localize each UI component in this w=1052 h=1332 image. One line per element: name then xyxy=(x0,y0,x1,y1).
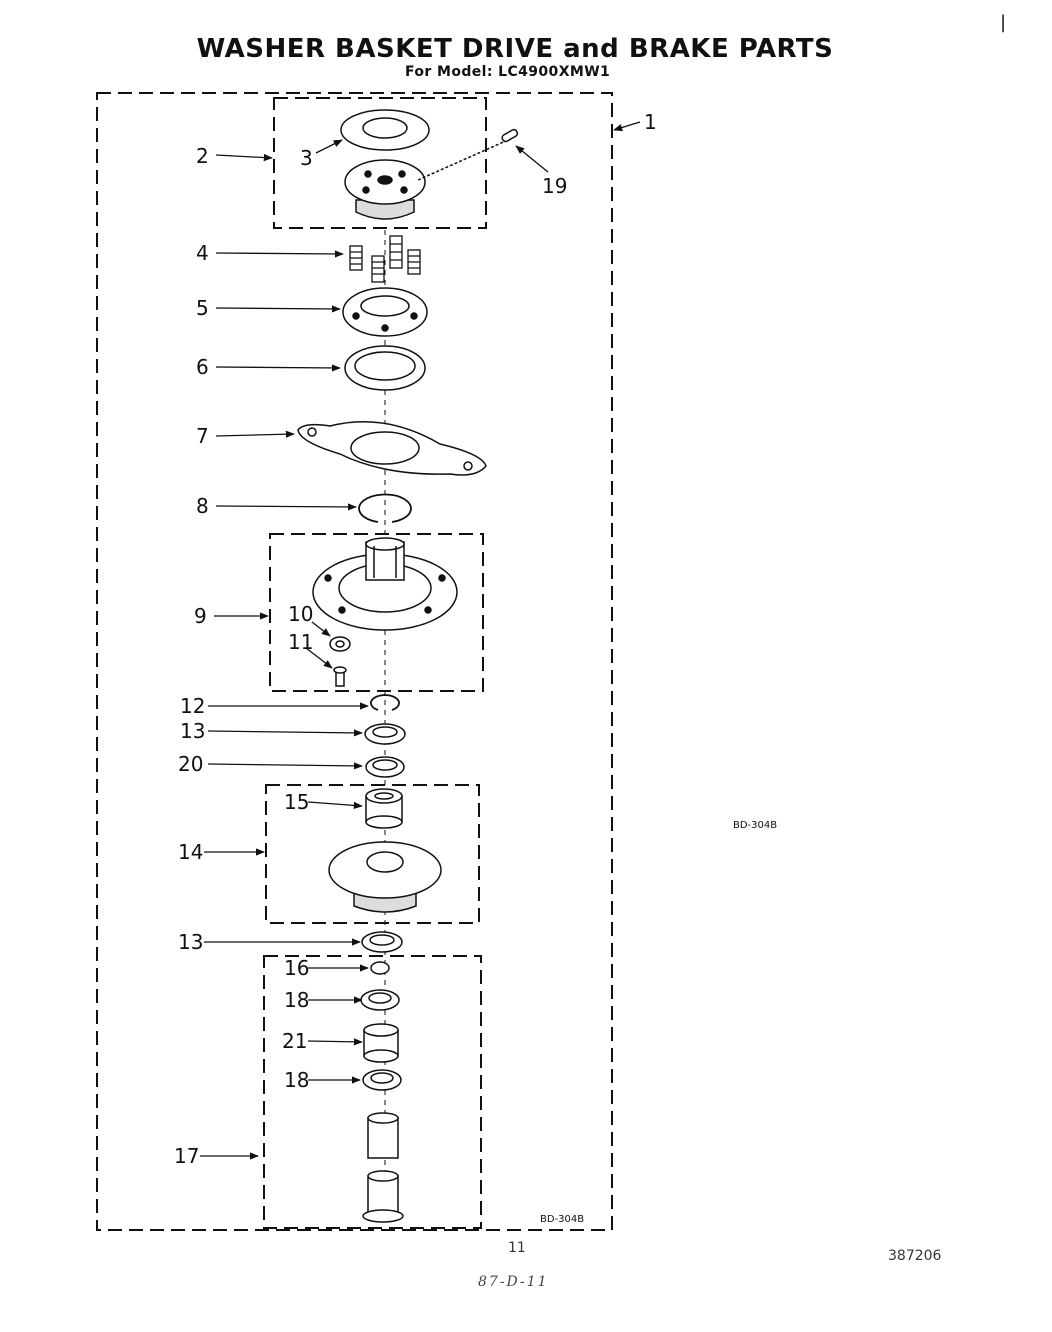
callout-15: 15 xyxy=(284,790,310,814)
leader-8 xyxy=(215,503,357,511)
part-13-bearing-upper xyxy=(364,723,406,745)
part-16-cap xyxy=(370,961,390,975)
callout-7: 7 xyxy=(196,424,209,448)
leader-6 xyxy=(215,364,341,372)
part-19-pin xyxy=(417,128,519,181)
callout-9: 9 xyxy=(194,604,207,628)
callout-6: 6 xyxy=(196,355,209,379)
callout-20: 20 xyxy=(178,752,204,776)
callout-16: 16 xyxy=(284,956,310,980)
callout-3: 3 xyxy=(300,146,313,170)
part-4-springs xyxy=(349,235,421,283)
leader-13a xyxy=(207,729,363,737)
subassembly-box-17 xyxy=(263,955,482,1229)
document-number: 387206 xyxy=(888,1248,942,1264)
subassembly-box-9 xyxy=(269,533,484,692)
part-12-snap-ring xyxy=(370,694,400,711)
part-2-hub xyxy=(344,159,426,220)
leader-10 xyxy=(311,621,331,637)
leader-4 xyxy=(215,250,344,258)
callout-17: 17 xyxy=(174,1144,200,1168)
part-15-bushing xyxy=(365,788,403,829)
leader-21 xyxy=(307,1038,363,1046)
callout-12: 12 xyxy=(180,694,206,718)
part-9-flange-hub xyxy=(312,537,458,631)
leader-20 xyxy=(207,762,363,770)
leader-11 xyxy=(305,647,333,669)
corner-mark: | xyxy=(1000,12,1007,33)
callout-13-upper: 13 xyxy=(180,719,206,743)
leader-15 xyxy=(307,801,363,810)
leader-19 xyxy=(515,145,549,173)
leader-2 xyxy=(215,153,273,162)
part-8-retaining-ring xyxy=(358,493,412,523)
part-3-ring xyxy=(340,109,430,151)
diagram-code-bottom: BD-304B xyxy=(540,1214,585,1225)
assembly-box-outline xyxy=(96,92,613,1231)
part-14-drive-hub xyxy=(328,841,442,913)
part-6-ring xyxy=(344,345,426,391)
part-10-nut xyxy=(329,636,351,652)
diagram-code-right: BD-304B xyxy=(733,820,778,831)
part-18-bearing-lower xyxy=(362,1069,402,1091)
callout-4: 4 xyxy=(196,241,209,265)
callout-14: 14 xyxy=(178,840,204,864)
callout-18-upper: 18 xyxy=(284,988,310,1012)
part-5-plate xyxy=(342,287,428,337)
part-20-washer xyxy=(365,756,405,778)
callout-13-lower: 13 xyxy=(178,930,204,954)
part-21-sleeve xyxy=(363,1023,399,1063)
subassembly-box-14 xyxy=(265,784,480,924)
leader-7 xyxy=(215,430,295,438)
part-18-bearing-upper xyxy=(360,989,400,1011)
handwritten-note: 87-D-11 xyxy=(478,1274,549,1290)
part-13-bearing-lower xyxy=(361,931,403,953)
leader-5 xyxy=(215,305,341,313)
callout-5: 5 xyxy=(196,296,209,320)
callout-8: 8 xyxy=(196,494,209,518)
part-17-shaft xyxy=(362,1112,404,1223)
callout-18-lower: 18 xyxy=(284,1068,310,1092)
callout-11: 11 xyxy=(288,630,314,654)
callout-1: 1 xyxy=(644,110,657,134)
part-7-bracket xyxy=(297,421,487,476)
callout-21: 21 xyxy=(282,1029,308,1053)
callout-19: 19 xyxy=(542,174,568,198)
page-number: 11 xyxy=(508,1240,526,1256)
subassembly-box-2 xyxy=(273,97,487,229)
part-11-screw xyxy=(333,666,347,687)
page-title: WASHER BASKET DRIVE and BRAKE PARTS xyxy=(196,34,834,64)
callout-10: 10 xyxy=(288,602,314,626)
callout-2: 2 xyxy=(196,144,209,168)
leader-1 xyxy=(613,121,641,132)
leader-3 xyxy=(315,139,343,154)
model-subtitle: For Model: LC4900XMW1 xyxy=(405,64,611,80)
